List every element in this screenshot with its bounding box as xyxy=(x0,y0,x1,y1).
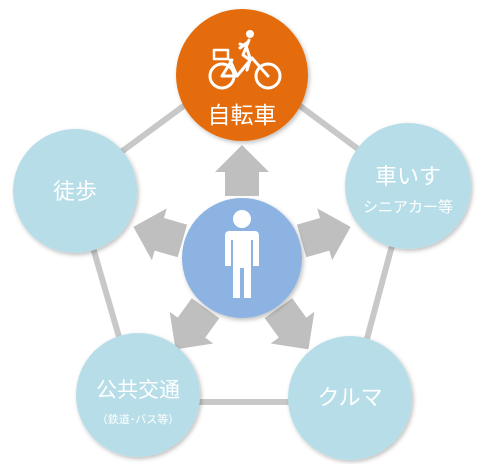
bicycle-node: 自転車 xyxy=(176,9,308,141)
car-label: クルマ xyxy=(317,386,382,411)
bicycle-icon xyxy=(208,30,282,90)
transit-circle xyxy=(76,333,200,457)
wheelchair-sublabel: シニアカー等 xyxy=(363,198,453,216)
arrow-to-car xyxy=(264,298,315,350)
center-node xyxy=(182,198,302,318)
arrow-to-walk xyxy=(133,208,188,261)
transit-label: 公共交通 xyxy=(96,378,180,402)
wheelchair-node: 車いす シニアカー等 xyxy=(345,123,471,249)
arrow-to-bicycle xyxy=(215,145,269,196)
wheelchair-circle xyxy=(345,123,471,249)
person-icon xyxy=(225,210,259,298)
walk-label: 徒歩 xyxy=(53,180,97,205)
bicycle-circle xyxy=(176,9,308,141)
arrow-to-transit xyxy=(169,298,220,350)
radial-arrows xyxy=(133,145,351,350)
wheelchair-label: 車いす xyxy=(375,165,441,190)
arrow-to-wheelchair xyxy=(296,208,351,261)
transit-node: 公共交通 （鉄道･バス等） xyxy=(76,333,200,457)
walk-circle xyxy=(13,129,137,253)
walk-node: 徒歩 xyxy=(13,129,137,253)
car-circle xyxy=(288,336,412,460)
bicycle-label: 自転車 xyxy=(208,103,277,129)
car-node: クルマ xyxy=(288,336,412,460)
transit-sublabel: （鉄道･バス等） xyxy=(97,412,180,426)
